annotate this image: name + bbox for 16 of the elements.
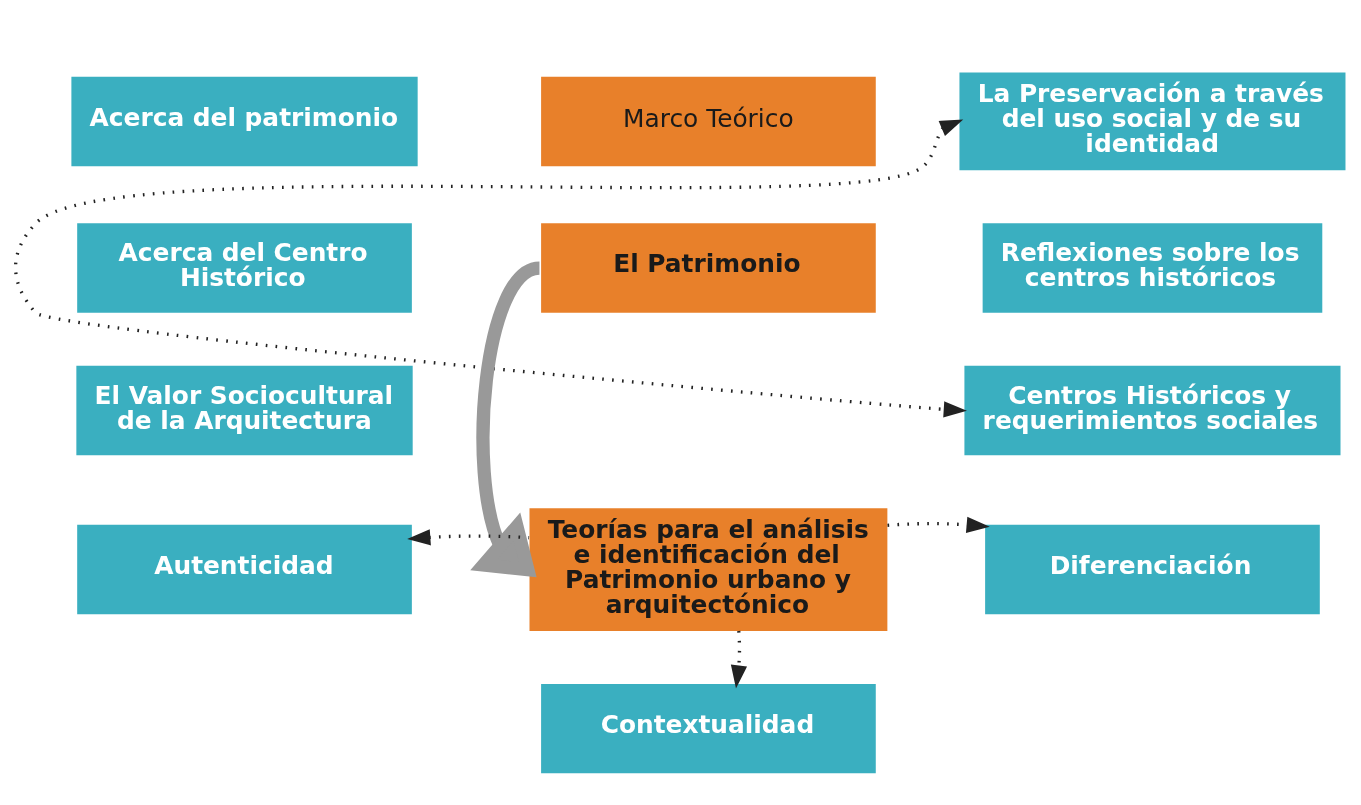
node-box: Centros Históricos y requerimientos sociales [964, 365, 1341, 456]
arrow [887, 516, 990, 533]
node-box: El Patrimonio [541, 223, 876, 313]
node-box: Autenticidad [77, 524, 412, 615]
node-box: El Valor Sociocultural de la Arquitectura [76, 365, 413, 456]
node-box: Teorías para el análisis e identificación del Patrimonio urbano y arquitectónico [529, 508, 888, 631]
node-box: Acerca del Centro Histórico [77, 223, 412, 313]
arrow [14, 119, 967, 418]
arrow [730, 630, 747, 689]
node-box: La Preservación a través del uso social y de su identidad [959, 72, 1346, 171]
node-box: Diferenciación [985, 524, 1320, 615]
arrow [407, 529, 530, 546]
node-box: Contextualidad [541, 683, 876, 774]
node-box: Marco Teórico [541, 76, 876, 167]
node-box: Acerca del patrimonio [71, 76, 418, 167]
node-box: Reflexiones sobre los centros históricos [982, 223, 1323, 313]
